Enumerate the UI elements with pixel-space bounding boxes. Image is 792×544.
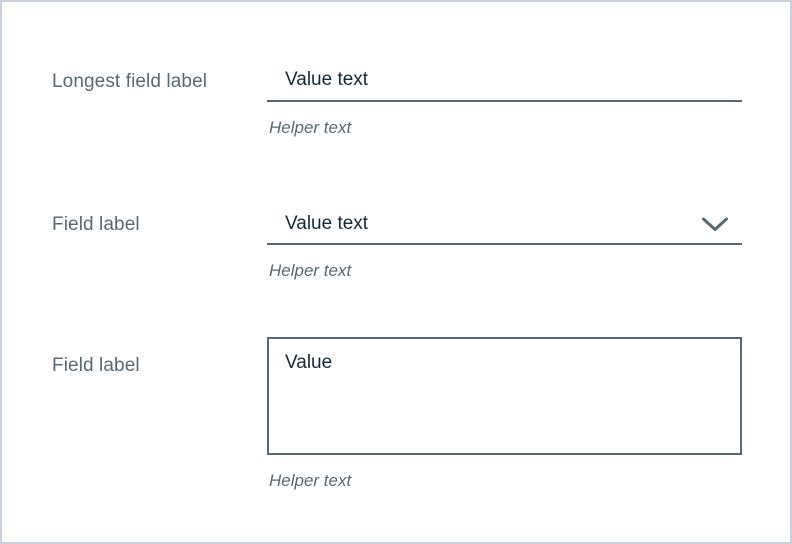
form-row-text-input: Longest field label Helper text	[52, 62, 742, 140]
select-input[interactable]: Value text	[267, 205, 742, 245]
text-input[interactable]	[267, 62, 742, 102]
field-label: Field label	[52, 355, 140, 376]
field-column: Helper text	[267, 62, 742, 140]
helper-text: Helper text	[269, 261, 352, 280]
form-row-textarea: Field label Value Helper text	[52, 337, 742, 493]
select-value: Value text	[285, 213, 369, 234]
field-label: Field label	[52, 214, 140, 235]
textarea-input[interactable]: Value	[267, 337, 742, 455]
field-label: Longest field label	[52, 71, 208, 92]
helper-text: Helper text	[269, 118, 352, 137]
form-row-select: Field label Value text Helper text	[52, 205, 742, 283]
field-column: Value Helper text	[267, 337, 742, 493]
helper-text: Helper text	[269, 471, 352, 490]
chevron-down-icon	[702, 217, 728, 231]
field-column: Value text Helper text	[267, 205, 742, 283]
